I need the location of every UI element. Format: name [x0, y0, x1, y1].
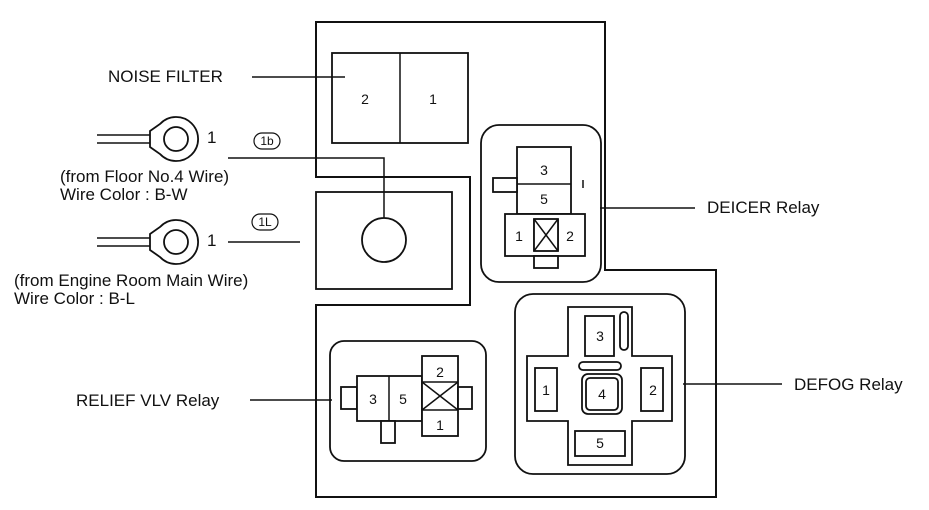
defog-pin-2: 2	[649, 382, 657, 398]
deicer-pin-5: 5	[540, 191, 548, 207]
terminal-1b-leader	[228, 157, 385, 218]
deicer-relay-label: DEICER Relay	[707, 198, 820, 217]
deicer-pin-3: 3	[540, 162, 548, 178]
defog-pin-5: 5	[596, 435, 604, 451]
terminal-1b-tag: 1b	[260, 134, 274, 148]
terminal-1b-wire-color: Wire Color : B-W	[60, 185, 188, 204]
relief-pin-2: 2	[436, 364, 444, 380]
defog-pin-3: 3	[596, 328, 604, 344]
relief-pin-1: 1	[436, 417, 444, 433]
deicer-pin-1: 1	[515, 228, 523, 244]
terminal-1l-tag-frame	[251, 213, 279, 231]
terminal-1l-wire-color: Wire Color : B-L	[14, 289, 135, 308]
relief-pin-5: 5	[399, 391, 407, 407]
terminal-1l-source: (from Engine Room Main Wire)	[14, 271, 248, 290]
deicer-relay: 3 5 1 2	[480, 124, 602, 283]
terminal-1b-number: 1	[207, 128, 216, 147]
defog-pin-4: 4	[598, 386, 606, 402]
deicer-pin-2: 2	[566, 228, 574, 244]
defog-relay: 3 1 4 2 5	[514, 293, 686, 475]
relief-vlv-relay: 3 5 2 1	[329, 340, 487, 462]
terminal-1l-tag: 1L	[258, 215, 272, 229]
relief-vlv-relay-label: RELIEF VLV Relay	[76, 391, 220, 410]
terminal-1b-source: (from Floor No.4 Wire)	[60, 167, 229, 186]
defog-relay-label: DEFOG Relay	[794, 375, 903, 394]
relief-pin-3: 3	[369, 391, 377, 407]
noise-filter-pin-2: 2	[361, 91, 369, 107]
ring-terminal-1l	[97, 219, 199, 265]
terminal-1l-number: 1	[207, 231, 216, 250]
noise-filter-pin-1: 1	[429, 91, 437, 107]
ring-terminal-1b	[97, 116, 199, 162]
terminal-1b-tag-frame	[253, 132, 281, 150]
defog-pin-1: 1	[542, 382, 550, 398]
stud-bolt	[361, 217, 407, 263]
noise-filter-label: NOISE FILTER	[108, 67, 223, 86]
